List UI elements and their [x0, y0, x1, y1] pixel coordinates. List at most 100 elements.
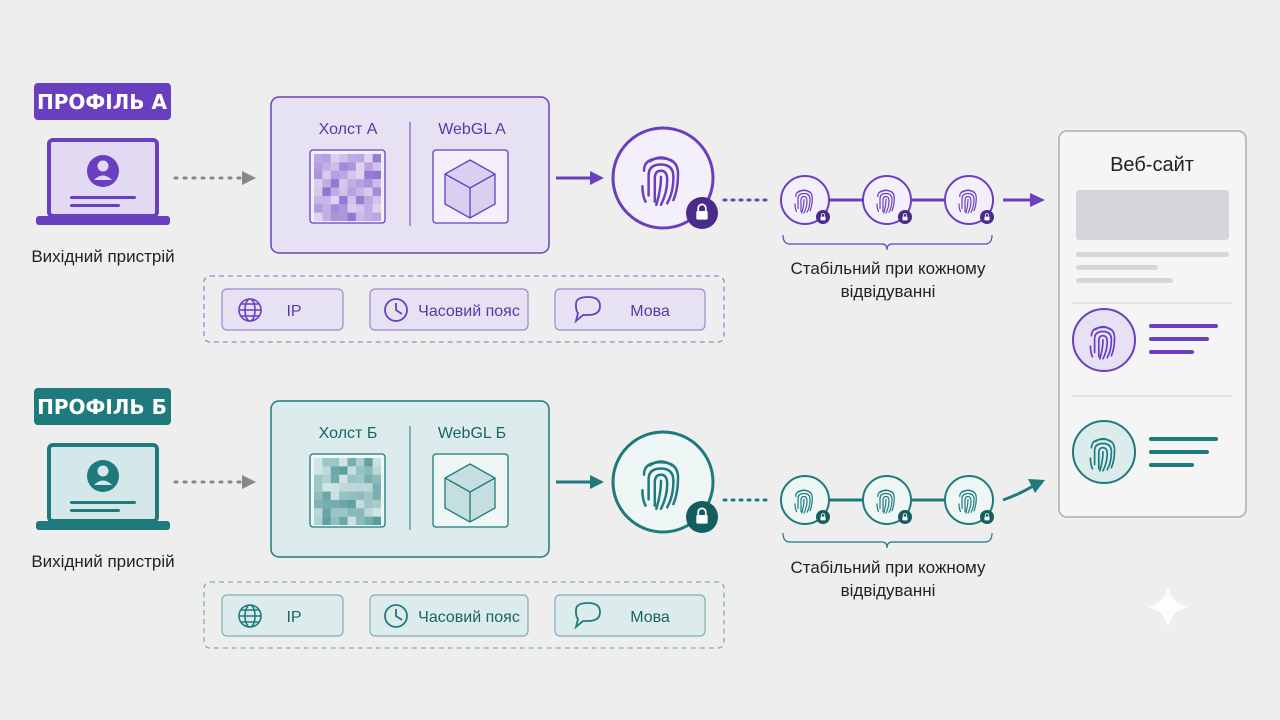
noise-cell	[330, 516, 340, 526]
noise-cell	[347, 212, 356, 222]
profile-b-device-label: Вихідний пристрій	[31, 552, 174, 571]
profile-b-attributes-box: IP Часовий пояс Мова	[203, 581, 725, 649]
noise-cell	[372, 154, 382, 163]
ip-chip: IP	[221, 594, 344, 637]
noise-cell	[322, 195, 331, 205]
noise-cell	[372, 474, 382, 484]
noise-cell	[322, 474, 331, 484]
device-to-components-arrow	[173, 171, 256, 185]
noise-cell	[364, 474, 373, 484]
profile-b-badge-label: ПРОФІЛЬ Б	[37, 395, 167, 419]
laptop-user-icon	[36, 443, 170, 530]
noise-cell	[330, 483, 340, 492]
noise-cell	[330, 187, 340, 196]
language-label: Мова	[630, 609, 670, 626]
speech-bubble-icon	[574, 602, 601, 630]
noise-cell	[314, 491, 323, 500]
noise-cell	[339, 170, 348, 180]
noise-cell	[347, 491, 356, 500]
noise-cell	[347, 170, 356, 180]
components-to-fingerprint-arrow	[556, 475, 604, 489]
noise-cell	[347, 516, 356, 526]
noise-cell	[372, 170, 382, 180]
noise-cell	[372, 162, 382, 171]
noise-cell	[339, 499, 348, 509]
noise-cell	[339, 491, 348, 500]
ip-label: IP	[286, 303, 301, 320]
canvas-label: Холст Б	[319, 425, 378, 442]
noise-cell	[339, 195, 348, 205]
noise-cell	[339, 187, 348, 196]
profile-a-attributes-box: IP Часовий пояс Мова	[203, 275, 725, 343]
noise-cell	[322, 154, 331, 163]
noise-cell	[330, 162, 340, 171]
noise-cell	[347, 204, 356, 213]
noise-cell	[347, 499, 356, 509]
website-visitor-a	[1072, 308, 1218, 372]
noise-cell	[339, 204, 348, 213]
noise-cell	[330, 170, 340, 180]
noise-cell	[330, 499, 340, 509]
noise-cell	[355, 170, 365, 180]
language-chip: Мова	[554, 594, 706, 637]
globe-icon	[238, 604, 262, 628]
stable-caption-line1: Стабільний при кожному	[790, 259, 986, 278]
cube-icon	[432, 149, 509, 224]
noise-cell	[330, 179, 340, 188]
noise-cell	[355, 466, 365, 475]
noise-cell	[372, 516, 382, 526]
visit-fingerprint-2	[862, 475, 912, 525]
stable-caption-line1: Стабільний при кожному	[790, 558, 986, 577]
noise-cell	[372, 195, 382, 205]
profile-a-badge-label: ПРОФІЛЬ А	[37, 90, 167, 114]
noise-cell	[355, 508, 365, 517]
speech-bubble-icon	[574, 296, 601, 324]
noise-cell	[372, 483, 382, 492]
noise-cell	[364, 154, 373, 163]
noise-cell	[364, 187, 373, 196]
chain-to-website-arrow	[1002, 479, 1045, 502]
noise-cell	[314, 212, 323, 222]
sparkle-icon	[1148, 586, 1188, 628]
noise-cell	[339, 154, 348, 163]
noise-cell	[364, 195, 373, 205]
profile-b-components-box: Холст Б WebGL Б	[270, 400, 550, 558]
noise-cell	[364, 162, 373, 171]
noise-cell	[314, 508, 323, 517]
noise-cell	[339, 483, 348, 492]
noise-cell	[355, 212, 365, 222]
noise-cell	[355, 491, 365, 500]
profile-a-device-label: Вихідний пристрій	[31, 247, 174, 266]
website-text-line	[1076, 278, 1173, 283]
noise-cell	[322, 491, 331, 500]
noise-cell	[364, 179, 373, 188]
noise-cell	[330, 474, 340, 484]
noise-cell	[364, 516, 373, 526]
noise-cell	[339, 162, 348, 171]
noise-cell	[347, 179, 356, 188]
website-text-line	[1076, 252, 1229, 257]
noise-cell	[330, 508, 340, 517]
noise-cell	[364, 499, 373, 509]
noise-cell	[355, 154, 365, 163]
fingerprint-lock-icon	[611, 430, 718, 534]
noise-cell	[314, 466, 323, 475]
clock-icon	[384, 298, 408, 322]
noise-cell	[364, 483, 373, 492]
noise-cell	[330, 458, 340, 467]
profile-a-badge: ПРОФІЛЬ А	[34, 83, 171, 120]
noise-cell	[364, 491, 373, 500]
noise-cell	[355, 458, 365, 467]
noise-cell	[322, 212, 331, 222]
noise-cell	[330, 466, 340, 475]
cube-icon	[432, 453, 509, 528]
ip-label: IP	[286, 609, 301, 626]
noise-cell	[347, 483, 356, 492]
website-panel: Веб-сайт	[1058, 130, 1247, 518]
noise-cell	[347, 195, 356, 205]
noise-cell	[355, 187, 365, 196]
stable-caption-line2: відвідуванні	[841, 581, 936, 600]
noise-cell	[364, 466, 373, 475]
website-text-line	[1076, 265, 1158, 270]
